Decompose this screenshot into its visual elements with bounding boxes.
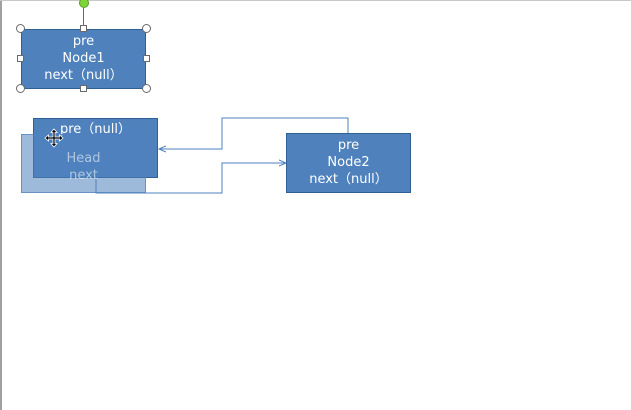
resize-handle-top-right[interactable] [142, 24, 151, 33]
node1-pre-label: pre [72, 34, 95, 49]
rotation-handle-stem [83, 8, 84, 26]
move-cursor-icon [44, 128, 64, 148]
canvas-top-border [0, 0, 631, 1]
rotation-handle-icon[interactable] [79, 0, 89, 8]
resize-handle-top[interactable] [80, 25, 87, 32]
resize-handle-bottom-left[interactable] [16, 84, 25, 93]
node1-next-label: next（null） [44, 68, 123, 83]
head-drag-preview: . Head next [21, 134, 146, 193]
node2-shape[interactable]: pre Node2 next（null） [286, 133, 411, 193]
node2-pre-label: pre [337, 138, 360, 153]
canvas-left-border [0, 0, 2, 410]
resize-handle-top-left[interactable] [16, 24, 25, 33]
node2-next-label: next（null） [309, 172, 388, 187]
resize-handle-left[interactable] [17, 55, 24, 62]
resize-handle-bottom[interactable] [80, 85, 87, 92]
connector-node2-pre-to-head[interactable] [159, 117, 349, 149]
head-next-label: next [69, 168, 98, 183]
node2-name-label: Node2 [327, 155, 370, 170]
head-pre-label: pre（null） [59, 122, 131, 137]
head-name-label: Head [66, 151, 101, 166]
node1-shape[interactable]: pre Node1 next（null） [21, 29, 146, 89]
node1-name-label: Node1 [62, 51, 105, 66]
resize-handle-bottom-right[interactable] [142, 84, 151, 93]
resize-handle-right[interactable] [143, 55, 150, 62]
